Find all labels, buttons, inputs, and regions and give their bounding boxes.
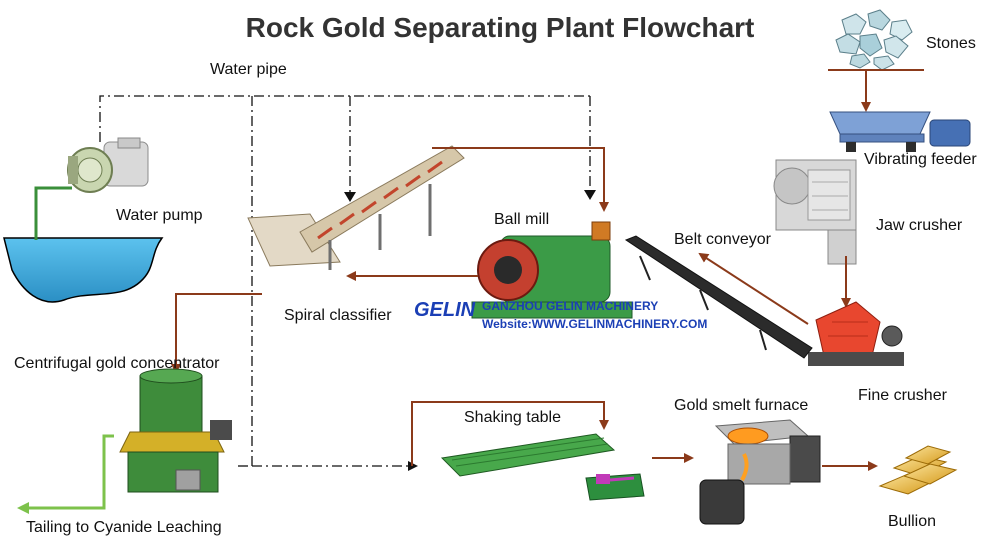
water-pump-icon — [67, 137, 149, 193]
jaw-crusher-label: Jaw crusher — [876, 217, 963, 234]
water-reservoir-icon — [3, 237, 164, 303]
page-title: Rock Gold Separating Plant Flowchart — [245, 12, 755, 43]
jaw-crusher-icon — [773, 159, 857, 265]
tailing-flow — [17, 434, 114, 514]
stones-label: Stones — [926, 35, 976, 52]
gold-bullion-icon — [878, 445, 958, 495]
centrifugal-concentrator-icon — [119, 368, 232, 493]
fine-crusher-label: Fine crusher — [858, 387, 947, 404]
flow-to-concentrator — [171, 293, 262, 374]
stones-icon — [835, 9, 913, 71]
shaking-table-icon — [440, 433, 645, 501]
belt-conveyor-icon — [624, 235, 813, 359]
gold-smelt-furnace-label: Gold smelt furnace — [674, 397, 809, 414]
gold-smelt-furnace-icon — [699, 419, 821, 525]
ball-mill-label: Ball mill — [494, 211, 550, 228]
water-pipe-label: Water pipe — [210, 61, 287, 78]
fine-crusher-icon — [808, 301, 904, 366]
centrifugal-gold-concentrator-label: Centrifugal gold concentrator — [14, 355, 220, 372]
watermark-company: GANZHOU GELIN MACHINERY — [482, 299, 659, 313]
flow-to-shaking-table — [411, 401, 609, 466]
spiral-classifier-icon — [247, 145, 465, 270]
water-pump-label: Water pump — [116, 207, 203, 224]
vibrating-feeder-label: Vibrating feeder — [864, 151, 977, 168]
spiral-classifier-label: Spiral classifier — [284, 307, 392, 324]
watermark-website: Website:WWW.GELINMACHINERY.COM — [482, 317, 708, 331]
tailing-label: Tailing to Cyanide Leaching — [26, 519, 222, 536]
flow-to-ball-mill — [432, 147, 609, 212]
bullion-label: Bullion — [888, 513, 937, 530]
water-pipe-network — [99, 95, 591, 467]
vibrating-feeder-icon — [829, 111, 971, 152]
shaking-table-label: Shaking table — [464, 409, 561, 426]
watermark-logo: GELIN — [414, 299, 476, 321]
belt-conveyor-label: Belt conveyor — [674, 231, 771, 248]
pump-intake-line — [34, 186, 72, 240]
ball-mill-icon — [471, 221, 633, 319]
